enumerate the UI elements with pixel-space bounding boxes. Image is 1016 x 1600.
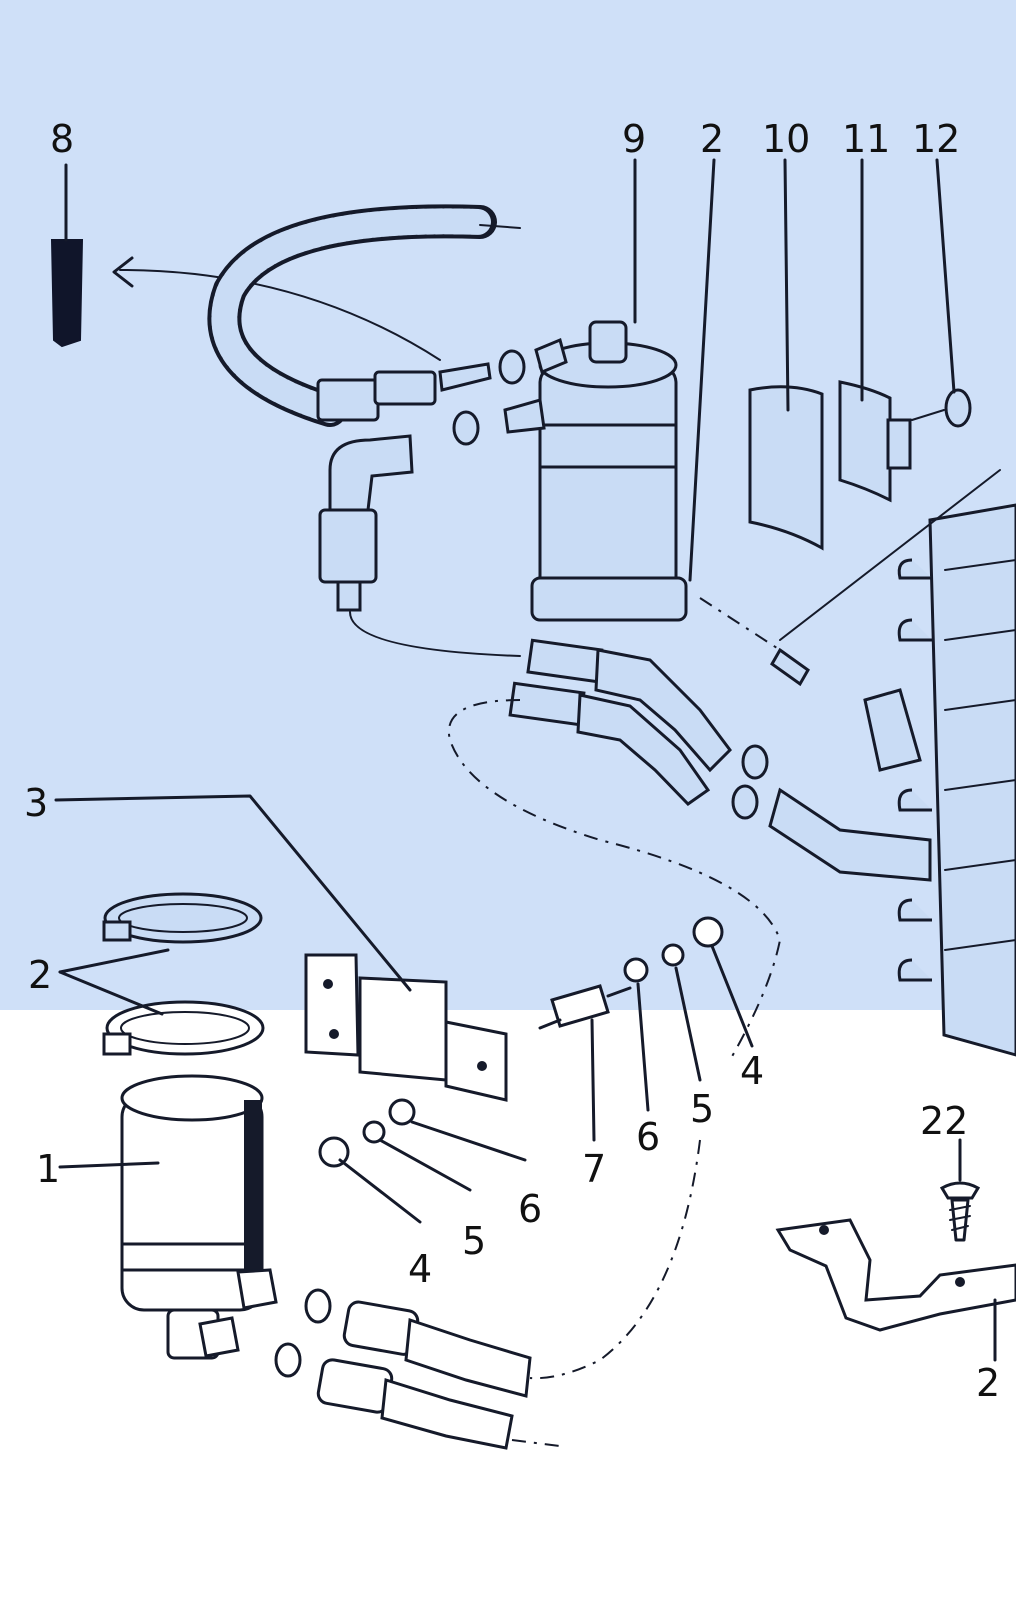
part-22-screw: [939, 1138, 981, 1242]
callout-2-edge: 2: [976, 1361, 1000, 1405]
part-10-shield: [748, 158, 824, 551]
part-12-washer: [911, 158, 972, 428]
callout-6-left: 6: [518, 1187, 542, 1231]
washer-lower-1: [304, 1288, 332, 1324]
hose-pair-middle: [508, 638, 932, 882]
callout-8: 8: [50, 117, 74, 161]
callout-7: 7: [582, 1147, 606, 1191]
callout-12: 12: [912, 117, 960, 161]
leader-2-upper: [688, 158, 716, 582]
hose-upper: [207, 204, 521, 427]
elbow-fitting: [318, 434, 521, 657]
guide-arrow: [112, 256, 441, 361]
hose-pair-lower: [316, 1300, 561, 1450]
callout-5-left: 5: [462, 1219, 486, 1263]
callout-10: 10: [762, 117, 810, 161]
small-hardware-upper: [538, 916, 754, 1142]
callout-9: 9: [622, 117, 646, 161]
part-9-receiver-drier: [503, 158, 688, 622]
screw-upper: [699, 597, 810, 687]
callout-5-right: 5: [690, 1087, 714, 1131]
callout-1: 1: [36, 1147, 60, 1191]
washer-lower-2: [274, 1342, 302, 1378]
callout-2-left: 2: [28, 953, 52, 997]
part-8-cap: [50, 163, 84, 348]
part-3-bracket: [54, 794, 508, 1102]
lower-bracket: [775, 1218, 1016, 1362]
part-2-clamps: [58, 892, 265, 1056]
callout-labels: 8 9 2 10 11 12 3 2 1 4 5 6 7 6 5 4 22 2: [24, 117, 1000, 1405]
washer-upper: [498, 349, 526, 385]
small-hardware-lower: [318, 1098, 527, 1224]
callout-4-right: 4: [740, 1049, 764, 1093]
callout-3: 3: [24, 781, 48, 825]
callout-2-top: 2: [700, 117, 724, 161]
pipe-route-lower: [529, 1139, 701, 1380]
callout-22: 22: [920, 1099, 968, 1143]
part-1-receiver: [58, 1074, 278, 1360]
callout-4-left: 4: [408, 1247, 432, 1291]
callout-6-right: 6: [636, 1115, 660, 1159]
washer-lower: [452, 410, 480, 446]
part-11-shield: [838, 158, 912, 503]
pipe-route-upper: [447, 699, 782, 1061]
callout-11: 11: [842, 117, 890, 161]
condenser: [779, 469, 1016, 1057]
